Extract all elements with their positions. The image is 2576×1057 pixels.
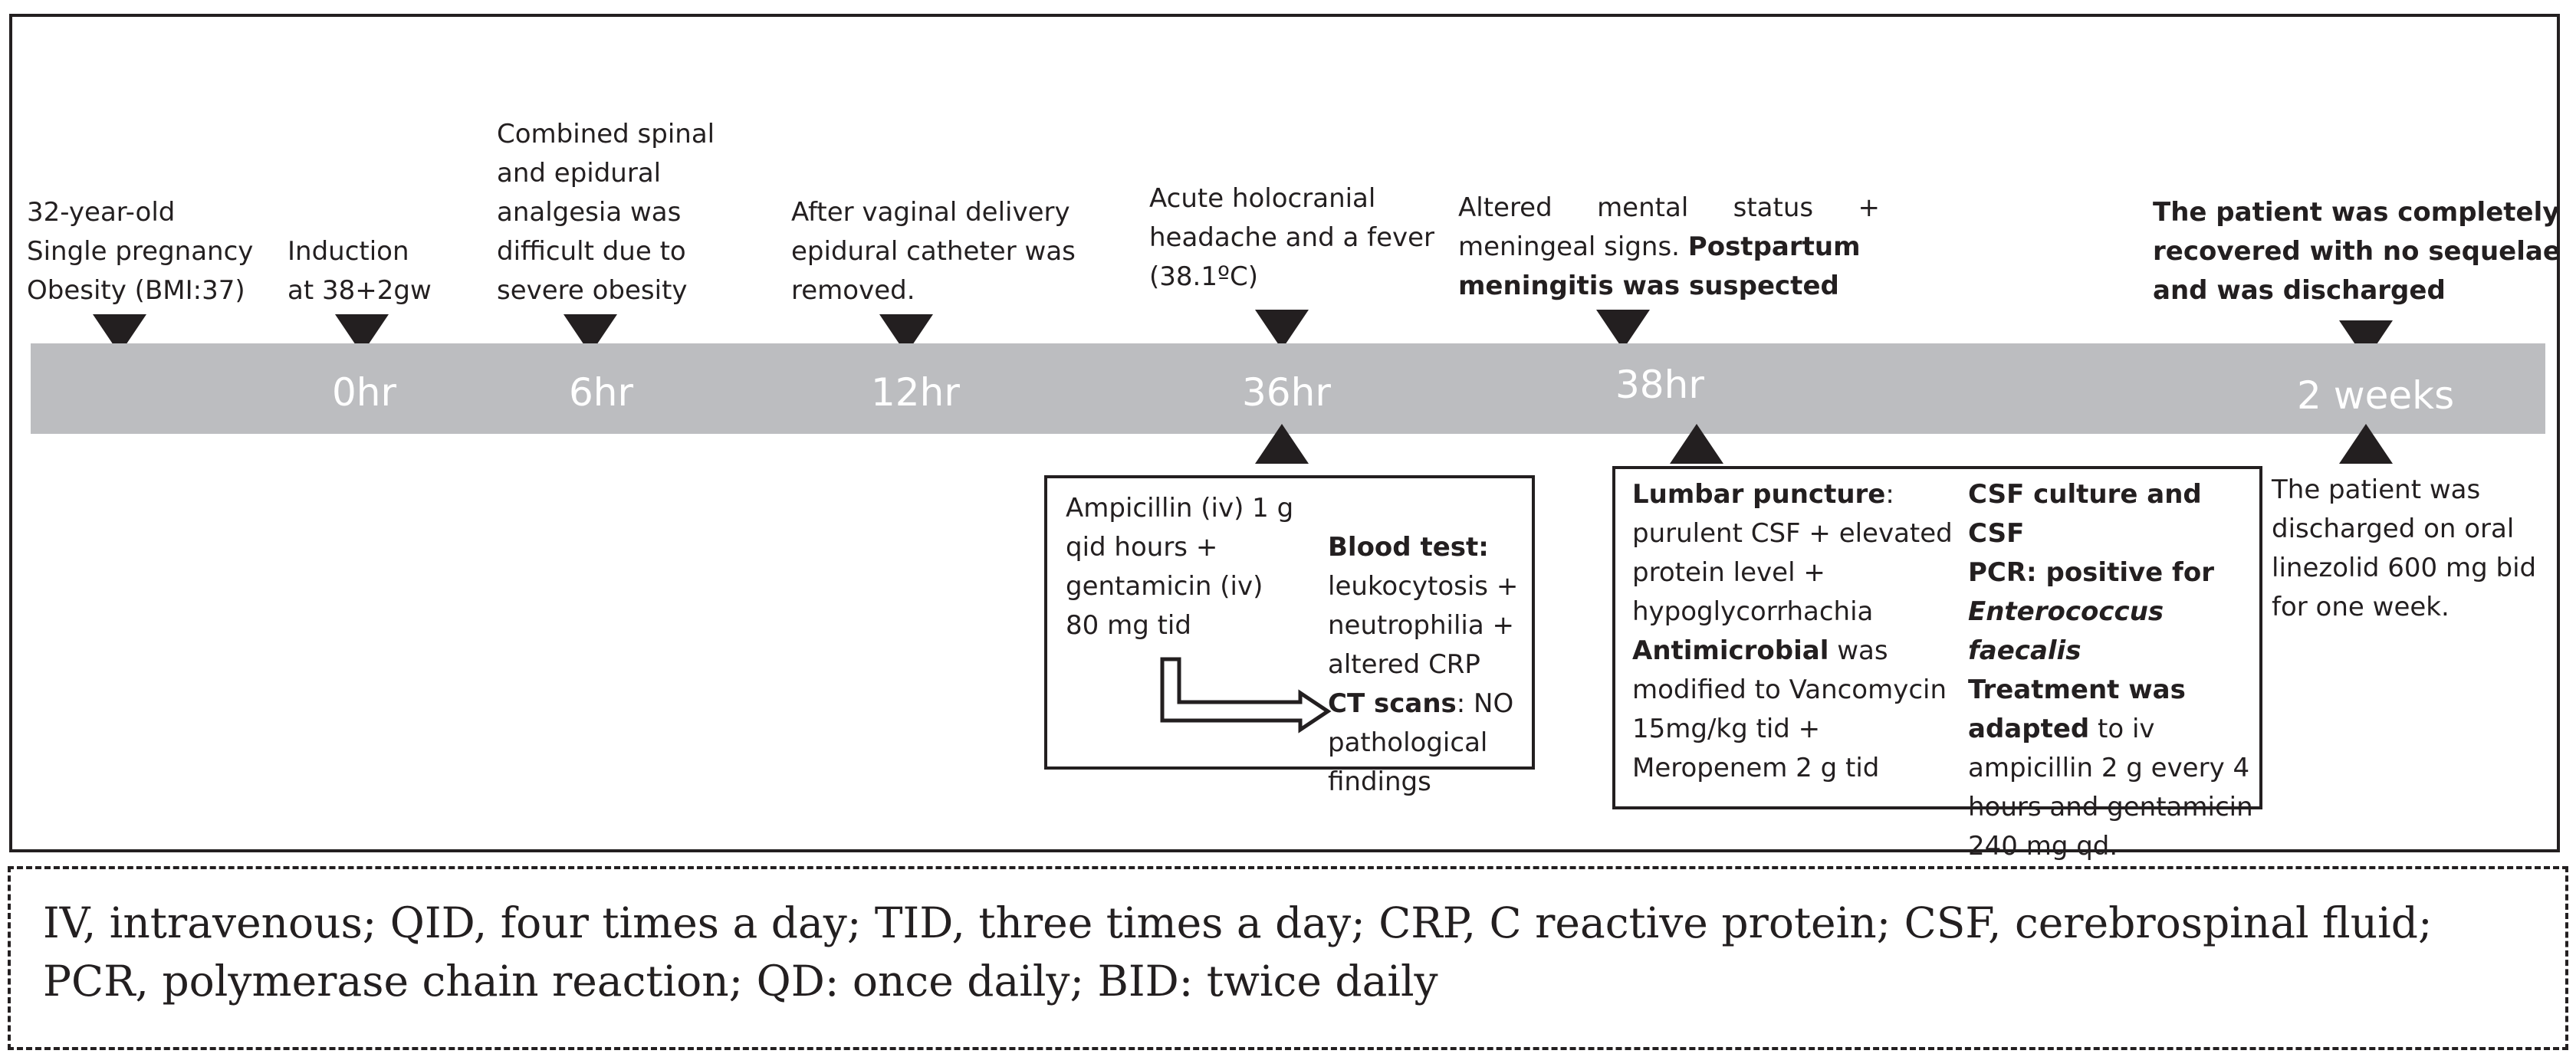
tick-6hr: 6hr [569, 370, 634, 415]
timeline-band [31, 343, 2545, 434]
meningitis-line-1: Altered mental status + [1458, 189, 1880, 228]
marker-up-2weeks [2339, 424, 2393, 464]
blood-test-results: leukocytosis + neutrophilia + altered CR… [1328, 571, 1519, 680]
event-headache: Acute holocranial headache and a fever (… [1149, 183, 1435, 292]
blood-test-heading: Blood test: [1328, 532, 1489, 563]
meningitis-word: mental [1597, 192, 1689, 223]
event-patient-profile: 32-year-old Single pregnancy Obesity (BM… [27, 197, 254, 306]
meningitis-line-3: meningitis was suspected [1458, 271, 1839, 301]
tick-2weeks: 2 weeks [2297, 373, 2455, 418]
csf-culture-heading: CSF culture and CSF PCR: positive for [1968, 479, 2214, 588]
marker-up-38hr [1670, 424, 1723, 464]
box-38hr-diagnosis: Lumbar puncture: purulent CSF + elevated… [1612, 466, 2262, 862]
tick-38hr: 38hr [1615, 363, 1704, 407]
box-36hr-treatment: Ampicillin (iv) 1 g qid hours + gentamic… [1044, 475, 1535, 797]
lumbar-antimicrobial-text: Lumbar puncture: purulent CSF + elevated… [1632, 475, 1953, 788]
treatment-adaptation: to iv ampicillin 2 g every 4 hours and g… [1968, 714, 2253, 862]
discharge-note: The patient was discharged on oral linez… [2272, 474, 2537, 622]
tick-12hr: 12hr [871, 370, 960, 415]
arrow-icon [1160, 657, 1332, 734]
meningitis-line-2: meningeal signs. Postpartum [1458, 228, 1880, 267]
abbreviations-legend: IV, intravenous; QID, four times a day; … [8, 866, 2568, 1050]
marker-up-36hr [1255, 424, 1309, 464]
timeline-frame [9, 14, 2560, 852]
event-delivery: After vaginal delivery epidural catheter… [791, 197, 1076, 306]
lumbar-puncture-results: : purulent CSF + elevated protein level … [1632, 479, 1953, 627]
event-recovered: The patient was completely recovered wit… [2153, 197, 2561, 306]
antimicrobial-heading: Antimicrobial [1632, 635, 1829, 666]
meningitis-word: + [1858, 192, 1881, 223]
ct-scans-heading: CT scans [1328, 688, 1457, 719]
ct-scans-results: : NO pathological findings [1328, 688, 1514, 797]
meningitis-word: Altered [1458, 192, 1552, 223]
initial-treatment-text: Ampicillin (iv) 1 g qid hours + gentamic… [1066, 493, 1294, 641]
treatment-heading: Treatment was adapted [1968, 675, 2186, 744]
lumbar-puncture-heading: Lumbar puncture [1632, 479, 1886, 510]
meningitis-text: meningeal signs. [1458, 231, 1688, 262]
culture-treatment-text: CSF culture and CSF PCR: positive for En… [1968, 475, 2259, 866]
meningitis-bold-text: Postpartum [1687, 231, 1861, 262]
abbreviations-text: IV, intravenous; QID, four times a day; … [43, 898, 2433, 1006]
blood-ct-results: Blood test: leukocytosis + neutrophilia … [1328, 489, 1518, 802]
marker-down-38hr [1596, 310, 1650, 350]
meningitis-word: status [1733, 192, 1814, 223]
organism-name: Enterococcus faecalis [1968, 596, 2164, 666]
marker-down-36hr [1255, 310, 1309, 350]
event-induction: Induction at 38+2gw [288, 236, 432, 306]
event-meningitis: Altered mental status + meningeal signs.… [1458, 189, 1880, 306]
antimicrobial-change: was modified to Vancomycin 15mg/kg tid +… [1632, 635, 1947, 783]
tick-36hr: 36hr [1242, 370, 1331, 415]
tick-0hr: 0hr [332, 370, 397, 415]
event-analgesia: Combined spinal and epidural analgesia w… [497, 119, 715, 306]
